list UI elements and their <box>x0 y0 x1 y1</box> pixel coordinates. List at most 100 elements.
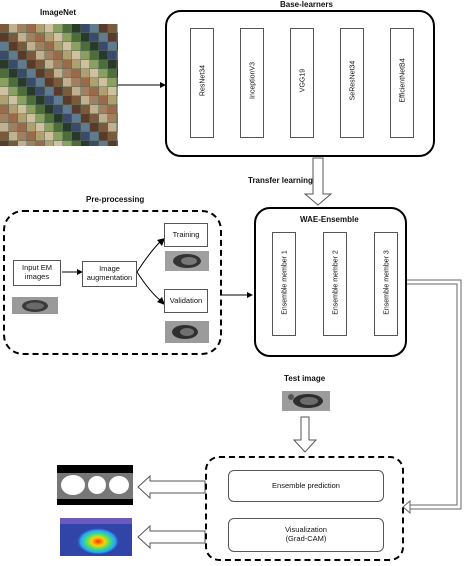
imagenet-tile <box>81 87 90 96</box>
base-learner-box: EfficientNetB4 <box>390 28 414 138</box>
imagenet-tile <box>27 114 36 123</box>
imagenet-tile <box>9 24 18 33</box>
imagenet-tile <box>99 51 108 60</box>
branch-to-training <box>136 241 161 273</box>
imagenet-tile <box>63 123 72 132</box>
imagenet-tile <box>81 51 90 60</box>
imagenet-tile <box>18 60 27 69</box>
imagenet-tile <box>72 60 81 69</box>
imagenet-tile <box>27 51 36 60</box>
imagenet-tile <box>72 24 81 33</box>
imagenet-tile <box>0 96 9 105</box>
imagenet-tile <box>27 60 36 69</box>
imagenet-tile <box>0 114 9 123</box>
validation-thumbnail <box>165 321 209 343</box>
imagenet-tile <box>90 114 99 123</box>
test-image-thumbnail <box>282 391 330 411</box>
imagenet-tile <box>18 96 27 105</box>
base-learner-box: SeResNet34 <box>340 28 364 138</box>
imagenet-tile <box>0 42 9 51</box>
imagenet-tile <box>27 78 36 87</box>
imagenet-tile <box>81 123 90 132</box>
imagenet-tile <box>36 114 45 123</box>
imagenet-tile <box>36 96 45 105</box>
imagenet-tile <box>108 123 117 132</box>
imagenet-tile <box>81 132 90 141</box>
imagenet-tile <box>108 69 117 78</box>
imagenet-tile <box>0 69 9 78</box>
imagenet-tile <box>45 141 54 146</box>
imagenet-tile <box>108 60 117 69</box>
imagenet-tile <box>99 78 108 87</box>
imagenet-mosaic-image <box>0 24 118 146</box>
imagenet-tile <box>9 33 18 42</box>
imagenet-tile <box>108 51 117 60</box>
imagenet-tile <box>81 60 90 69</box>
base-learner-label: SeResNet34 <box>349 60 357 101</box>
imagenet-tile <box>27 42 36 51</box>
imagenet-tile <box>18 42 27 51</box>
input-em-thumbnail <box>12 297 58 314</box>
imagenet-tile <box>36 141 45 146</box>
imagenet-tile <box>117 78 118 87</box>
imagenet-tile <box>45 60 54 69</box>
imagenet-tile <box>90 87 99 96</box>
imagenet-tile <box>63 51 72 60</box>
imagenet-tile <box>36 33 45 42</box>
imagenet-tile <box>99 24 108 33</box>
imagenet-tile <box>45 123 54 132</box>
imagenet-tile <box>99 33 108 42</box>
imagenet-tile <box>45 96 54 105</box>
imagenet-tile <box>9 114 18 123</box>
imagenet-tile <box>108 33 117 42</box>
test-image-title: Test image <box>284 374 326 383</box>
imagenet-tile <box>36 42 45 51</box>
imagenet-tile <box>117 114 118 123</box>
preprocessing-title: Pre-processing <box>86 195 145 204</box>
imagenet-tile <box>9 132 18 141</box>
transfer-learning-label: Transfer learning <box>248 176 313 185</box>
imagenet-tile <box>99 42 108 51</box>
imagenet-tile <box>99 87 108 96</box>
imagenet-tile <box>117 87 118 96</box>
imagenet-tile <box>72 141 81 146</box>
imagenet-tile <box>117 51 118 60</box>
imagenet-tile <box>27 141 36 146</box>
imagenet-tile <box>54 114 63 123</box>
imagenet-tile <box>0 123 9 132</box>
imagenet-tile <box>108 114 117 123</box>
base-learner-label: VGG19 <box>299 68 307 93</box>
imagenet-tile <box>108 141 117 146</box>
imagenet-tile <box>90 96 99 105</box>
imagenet-tile <box>0 24 9 33</box>
validation-box: Validation <box>164 289 208 313</box>
imagenet-tile <box>18 33 27 42</box>
imagenet-tile <box>108 132 117 141</box>
imagenet-tile <box>27 24 36 33</box>
imagenet-tile <box>72 51 81 60</box>
imagenet-tile <box>36 132 45 141</box>
ensemble-member-box: Ensemble member 3 <box>374 232 398 336</box>
ensemble-member-label: Ensemble member 2 <box>332 250 340 315</box>
imagenet-tile <box>90 51 99 60</box>
imagenet-tile <box>36 78 45 87</box>
test-container <box>205 456 404 561</box>
imagenet-tile <box>54 24 63 33</box>
imagenet-tile <box>36 69 45 78</box>
imagenet-tile <box>99 141 108 146</box>
wae-ensemble-container <box>254 207 407 357</box>
preprocessing-container <box>3 210 222 355</box>
imagenet-tile <box>18 24 27 33</box>
imagenet-tile <box>18 132 27 141</box>
base-learner-label: EfficientNetB4 <box>399 58 407 103</box>
imagenet-tile <box>72 69 81 78</box>
arrow-wae-to-test <box>406 279 462 510</box>
imagenet-tile <box>36 60 45 69</box>
imagenet-tile <box>45 87 54 96</box>
base-learner-box: ResNet34 <box>190 28 214 138</box>
imagenet-tile <box>63 78 72 87</box>
test-image-arrow <box>292 416 318 453</box>
base-learner-box: InceptionV3 <box>240 28 264 138</box>
imagenet-tile <box>81 33 90 42</box>
